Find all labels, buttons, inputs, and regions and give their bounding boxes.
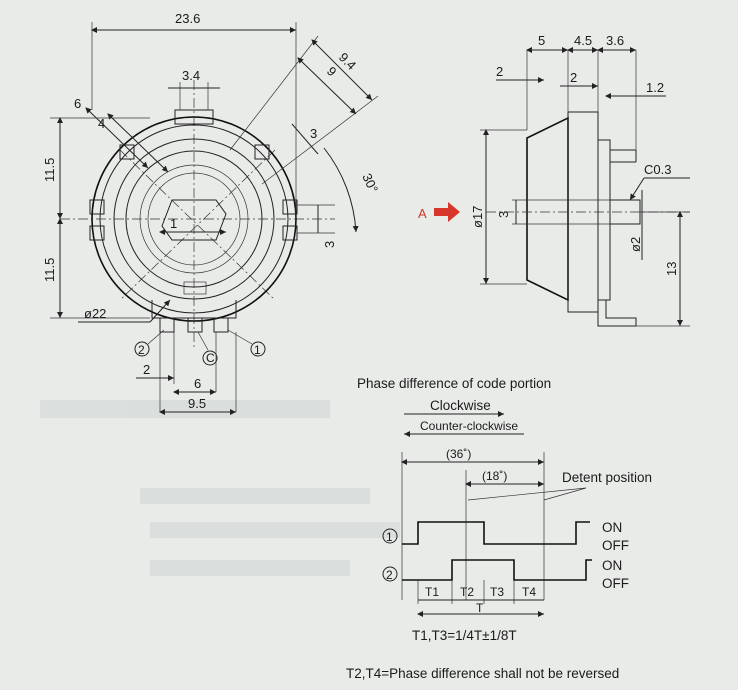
dim-4-5: 4.5 — [574, 33, 592, 48]
dim-9-5: 9.5 — [188, 396, 206, 411]
arrow-a-label: A — [418, 206, 427, 221]
t-label: T — [476, 601, 484, 615]
signal-1-on: ON — [602, 520, 622, 535]
angle-30: 30° — [359, 171, 381, 195]
dim-2-mid: 2 — [570, 70, 577, 85]
signal-1-label: 1 — [386, 530, 393, 544]
chamfer-c0-3: C0.3 — [644, 162, 671, 177]
formula-t1-t3: T1,T3=1/4T±1/8T — [412, 628, 517, 643]
dim-1-2: 1.2 — [646, 80, 664, 95]
dim-dia-22: ø22 — [84, 306, 106, 321]
dim-2-left: 2 — [496, 64, 503, 79]
arrow-a-icon — [434, 202, 460, 222]
detent-position-label: Detent position — [562, 470, 652, 485]
t2-label: T2 — [460, 585, 474, 599]
phase-diagram: Phase difference of code portion Clockwi… — [346, 376, 652, 681]
dim-11-5-upper: 11.5 — [42, 158, 57, 182]
dim-3-side: 3 — [322, 241, 337, 248]
dim-dia-17: ø17 — [470, 206, 485, 228]
pin-2-label: 2 — [138, 343, 145, 357]
angle-36: (36˚) — [446, 447, 471, 461]
dim-1: 1 — [170, 216, 177, 231]
dim-5: 5 — [538, 33, 545, 48]
dim-dia-2: ø2 — [628, 237, 643, 252]
dim-6-top: 6 — [74, 96, 81, 111]
dim-3: 3 — [496, 211, 511, 218]
signal-2-waveform — [402, 559, 592, 581]
dim-6-bottom: 6 — [194, 376, 201, 391]
angle-18: (18˚) — [482, 469, 507, 483]
front-view: 23.6 9.4 9 3.4 6 4 3 30° 11.5 11.5 1 — [42, 11, 381, 415]
dim-9-4: 9.4 — [336, 50, 359, 73]
signal-1-off: OFF — [602, 538, 629, 553]
dim-23-6: 23.6 — [175, 11, 200, 26]
note-t2-t4: T2,T4=Phase difference shall not be reve… — [346, 666, 619, 681]
dim-13: 13 — [664, 262, 679, 276]
t3-label: T3 — [490, 585, 504, 599]
signal-2-off: OFF — [602, 576, 629, 591]
dim-3-6: 3.6 — [606, 33, 624, 48]
background-watermark — [40, 400, 400, 576]
t4-label: T4 — [522, 585, 536, 599]
phase-title: Phase difference of code portion — [357, 376, 551, 391]
signal-2-on: ON — [602, 558, 622, 573]
pin-1-label: 1 — [254, 343, 261, 357]
dim-4: 4 — [98, 116, 105, 131]
signal-1-waveform — [402, 521, 590, 545]
dim-11-5-lower: 11.5 — [42, 258, 57, 282]
side-view: 5 4.5 3.6 2 2 1.2 C0.3 A ø17 3 ø2 — [418, 33, 690, 327]
t1-label: T1 — [425, 585, 439, 599]
signal-2-label: 2 — [386, 568, 393, 582]
clockwise-label: Clockwise — [430, 398, 491, 413]
counter-clockwise-label: Counter-clockwise — [420, 419, 518, 433]
dim-2-bottom: 2 — [143, 362, 150, 377]
dim-3-diag: 3 — [310, 126, 317, 141]
dim-9: 9 — [324, 64, 340, 80]
pin-c-label: C — [206, 351, 215, 365]
dim-3-4: 3.4 — [182, 68, 200, 83]
